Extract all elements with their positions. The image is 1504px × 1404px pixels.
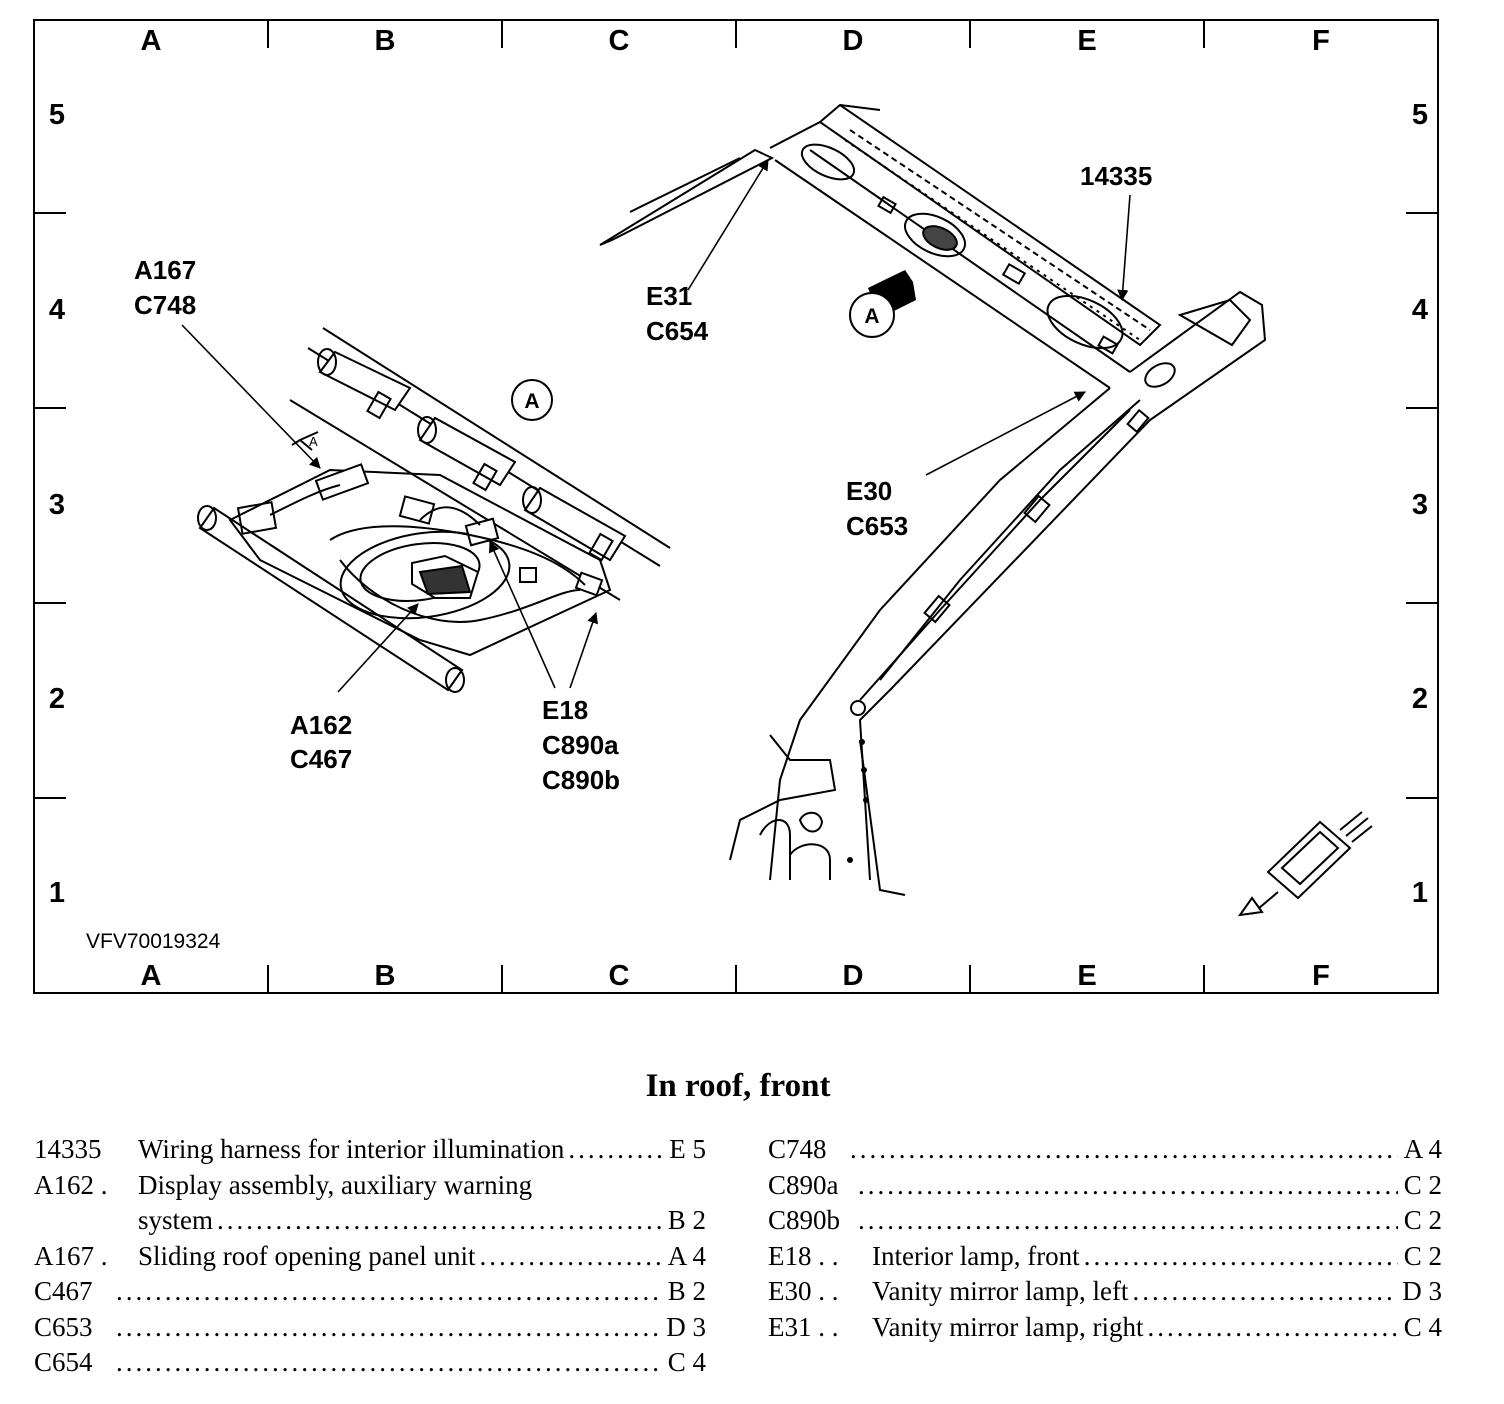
grid-row-label: 1 [1412, 877, 1428, 909]
legend-location: D 3 [1402, 1276, 1442, 1306]
legend-code: 14335 [34, 1134, 102, 1164]
legend-code: C467 [34, 1276, 93, 1306]
callout-c890a: C890a [542, 730, 619, 760]
grid-col-label: D [843, 960, 864, 992]
legend-right-column: C748 A 4 C890a C 2 C890b C 2 E18 . . Int… [768, 1132, 1442, 1345]
legend-code: A162 . [34, 1169, 108, 1200]
svg-text:A: A [524, 390, 539, 413]
grid-row-label: 3 [1412, 489, 1428, 521]
legend-code: E30 . . [768, 1276, 839, 1306]
legend-row: A167 . Sliding roof opening panel unit A… [34, 1239, 706, 1275]
grid-col-label: B [375, 25, 396, 57]
legend-row: C748 A 4 [768, 1132, 1442, 1168]
legend-desc: Vanity mirror lamp, left [872, 1276, 1129, 1306]
grid-row-label: 4 [1412, 294, 1428, 326]
legend-code: C890b [768, 1205, 841, 1235]
view-marker-detail: A [511, 379, 553, 421]
legend-row: C890a C 2 [768, 1168, 1442, 1204]
legend-row: A162 . Display assembly, auxiliary warni… [34, 1168, 706, 1239]
legend-code: C654 [34, 1347, 93, 1377]
svg-text:A: A [864, 305, 879, 328]
grid-row-label: 2 [49, 683, 65, 715]
legend-row: E18 . . Interior lamp, front C 2 [768, 1239, 1442, 1275]
legend-code: E31 . . [768, 1311, 839, 1342]
view-arrow-a: A [849, 270, 916, 338]
legend-code: E18 . . [768, 1240, 839, 1271]
callout-c467: C467 [290, 744, 352, 774]
grid-col-label: F [1312, 960, 1330, 992]
legend-location: C 2 [1403, 1240, 1442, 1271]
legend-location: A 4 [1403, 1134, 1442, 1164]
callout-e31: E31 [646, 281, 692, 311]
legend-location: E 5 [669, 1134, 706, 1164]
grid-row-label: 3 [49, 489, 65, 521]
roof-pillar-drawing [599, 103, 1267, 896]
legend-row: C653 D 3 [34, 1310, 706, 1346]
callout-c748: C748 [134, 290, 196, 320]
grid-col-label: A [141, 25, 162, 57]
legend-desc: Display assembly, auxiliary warning [138, 1169, 533, 1200]
callout-c653: C653 [846, 511, 908, 541]
legend-row: E30 . . Vanity mirror lamp, left D 3 [768, 1274, 1442, 1310]
callout-a167: A167 [134, 255, 196, 285]
legend-desc-cont: system [138, 1205, 214, 1235]
legend-desc: Interior lamp, front [872, 1240, 1080, 1271]
callout-e18: E18 [542, 695, 588, 725]
vehicle-orientation-icon [1237, 811, 1373, 917]
grid-col-label: E [1077, 960, 1096, 992]
legend-desc: Vanity mirror lamp, right [872, 1311, 1144, 1342]
legend-title: In roof, front [645, 1068, 831, 1104]
legend-desc: Sliding roof opening panel unit [138, 1240, 476, 1271]
location-diagram: A B C D E F A B C D E F 5 4 3 2 1 5 4 3 … [33, 19, 1439, 994]
grid-row-label: 4 [49, 294, 65, 326]
callout-14335: 14335 [1080, 161, 1152, 191]
legend-location: D 3 [666, 1311, 706, 1342]
legend-location: B 2 [667, 1276, 706, 1306]
legend-code: C748 [768, 1134, 827, 1164]
grid-col-label: A [141, 960, 162, 992]
legend-location: A 4 [667, 1240, 706, 1271]
legend-location: C 2 [1403, 1169, 1442, 1200]
callout-c654: C654 [646, 316, 709, 346]
grid-row-label: 1 [49, 877, 65, 909]
callout-a162: A162 [290, 710, 352, 740]
leader-lines [181, 159, 1131, 693]
grid-col-label: F [1312, 25, 1330, 57]
grid-col-label: E [1077, 25, 1096, 57]
grid-col-label: C [609, 960, 630, 992]
legend-location: C 2 [1403, 1205, 1442, 1235]
grid-col-label: B [375, 960, 396, 992]
legend-location: B 2 [667, 1205, 706, 1235]
callout-c890b: C890b [542, 765, 620, 795]
legend-code: C890a [768, 1169, 839, 1200]
figure-id: VFV70019324 [86, 930, 221, 953]
legend-code: C653 [34, 1311, 93, 1342]
legend-row: 14335 Wiring harness for interior illumi… [34, 1132, 706, 1168]
grid-row-label: 5 [1412, 99, 1428, 131]
legend-left-column: 14335 Wiring harness for interior illumi… [34, 1132, 706, 1381]
grid-row-label: 5 [49, 99, 65, 131]
legend-row: E31 . . Vanity mirror lamp, right C 4 [768, 1310, 1442, 1346]
callout-e30: E30 [846, 476, 892, 506]
legend-row: C467 B 2 [34, 1274, 706, 1310]
grid-ticks [34, 20, 1438, 993]
detail-a-drawing [197, 327, 671, 693]
grid-row-label: 2 [1412, 683, 1428, 715]
legend-location: C 4 [1403, 1311, 1442, 1342]
legend-location: C 4 [667, 1347, 706, 1377]
grid-col-label: C [609, 25, 630, 57]
legend-desc: Wiring harness for interior illumination [138, 1134, 565, 1164]
detail-mark: A [309, 434, 318, 449]
grid-col-label: D [843, 25, 864, 57]
legend-code: A167 . [34, 1240, 108, 1271]
legend-row: C654 C 4 [34, 1345, 706, 1381]
legend-row: C890b C 2 [768, 1203, 1442, 1239]
